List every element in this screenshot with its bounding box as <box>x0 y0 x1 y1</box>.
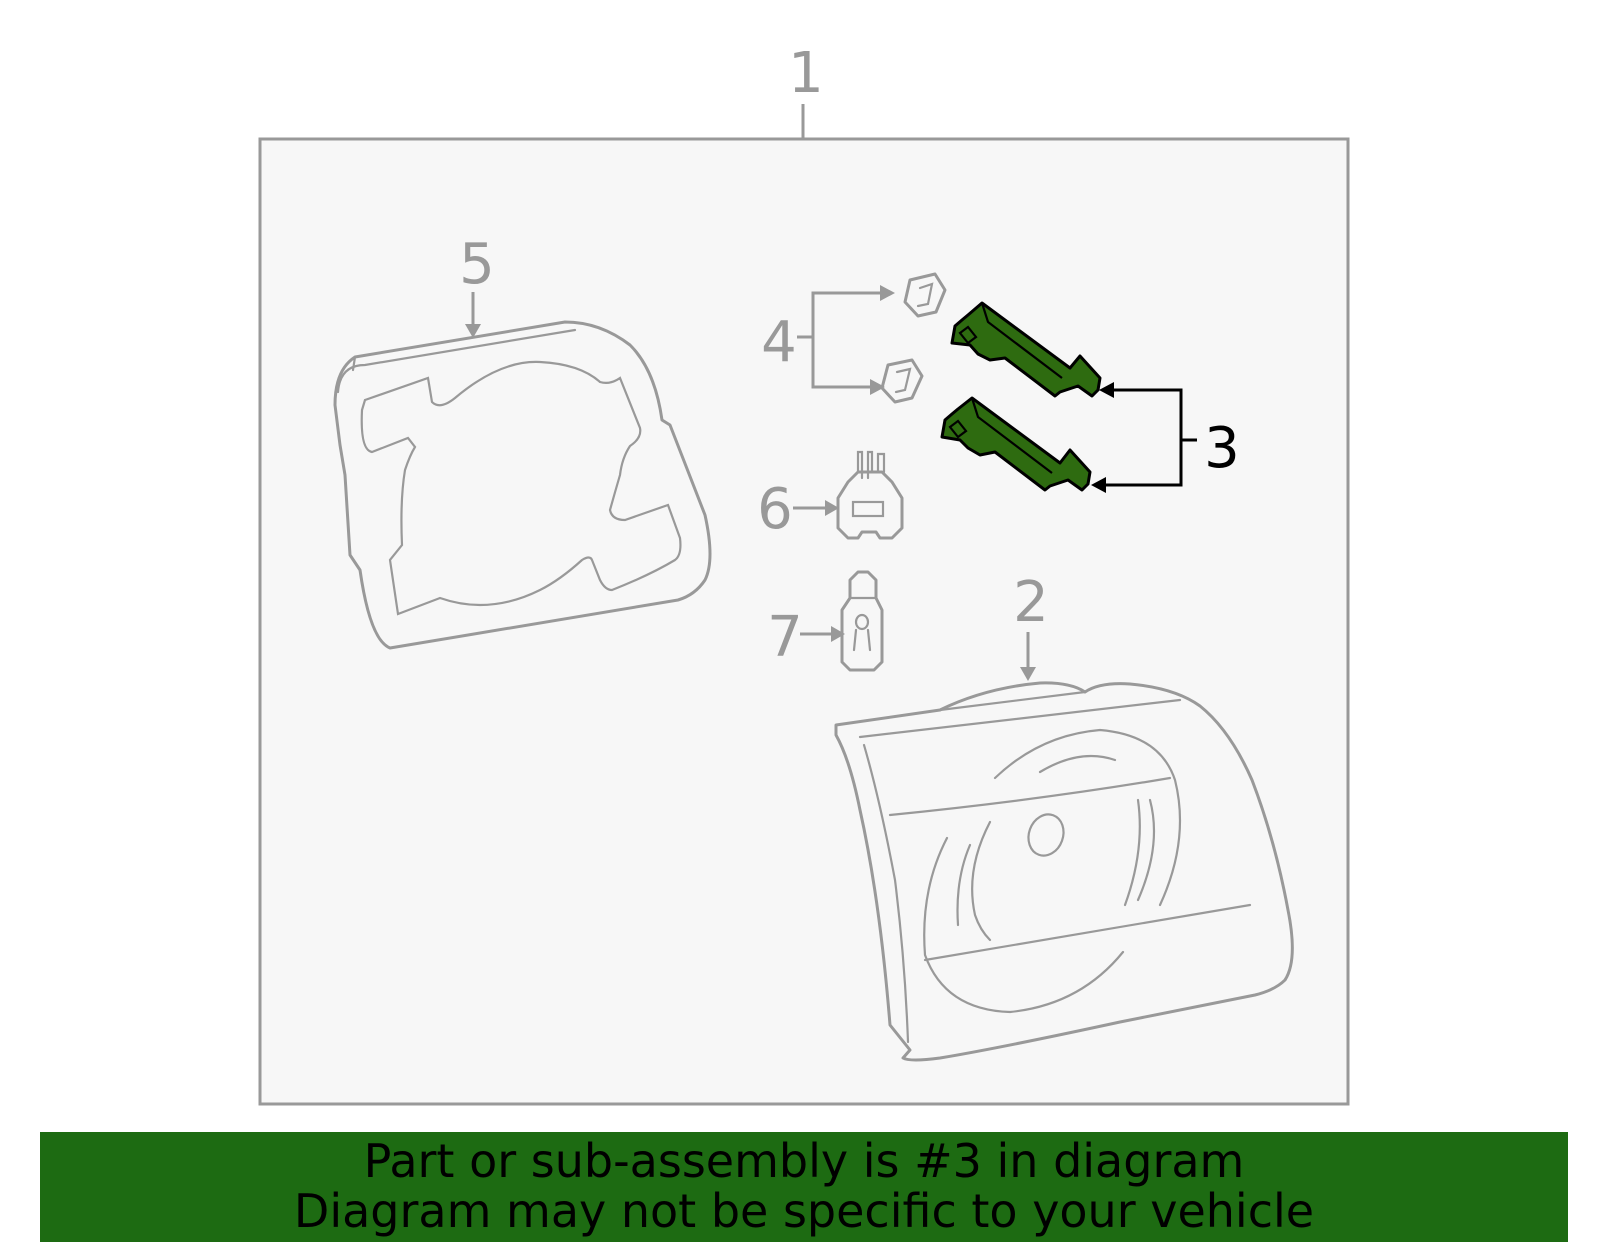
banner-line-1: Part or sub-assembly is #3 in diagram <box>363 1134 1245 1188</box>
arrowhead-5 <box>465 324 481 338</box>
assembly-frame <box>258 137 1350 1106</box>
info-banner: Part or sub-assembly is #3 in diagram Di… <box>40 1132 1568 1242</box>
banner-line-2: Diagram may not be specific to your vehi… <box>293 1184 1315 1238</box>
part-7-bulb <box>840 570 884 672</box>
leader-4-bracket <box>811 291 885 389</box>
callout-3: 3 <box>1204 416 1240 481</box>
part-2-lamp <box>834 681 1294 1062</box>
callout-6: 6 <box>757 477 793 542</box>
arrowhead-4b <box>870 379 885 395</box>
callout-1: 1 <box>788 41 824 106</box>
arrowhead-7 <box>831 626 845 642</box>
callout-7: 7 <box>767 605 803 670</box>
arrowhead-2 <box>1020 667 1036 681</box>
part-5-housing <box>333 320 712 650</box>
leader-3-bracket <box>1104 388 1183 487</box>
arrowhead-6 <box>825 500 839 516</box>
part-3-brackets <box>940 301 1102 492</box>
callout-5: 5 <box>459 232 495 297</box>
callout-2: 2 <box>1013 570 1049 635</box>
callout-4: 4 <box>761 310 797 375</box>
arrowhead-3a <box>1099 382 1114 398</box>
arrowhead-4a <box>880 285 895 301</box>
arrowhead-3b <box>1091 477 1106 493</box>
